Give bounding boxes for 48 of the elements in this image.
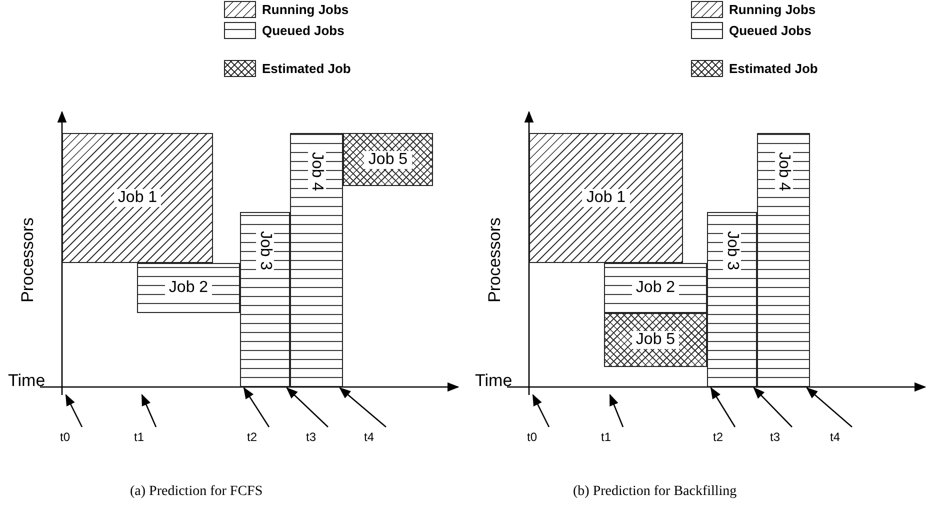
queued-job-block <box>707 212 757 387</box>
leader-arrow <box>710 387 736 428</box>
caption: (b) Prediction for Backfilling <box>573 484 737 500</box>
time-label: t2 <box>713 430 724 444</box>
leader-arrow <box>65 394 83 428</box>
leader-arrow <box>339 387 386 428</box>
queued-job-block <box>290 133 343 387</box>
time-label: t0 <box>527 430 538 444</box>
time-label: t4 <box>364 430 374 444</box>
time-label: t0 <box>60 430 70 444</box>
axis-label: Processors <box>18 217 38 303</box>
job-label: Job 1 <box>114 189 162 207</box>
queued-job-block <box>137 263 240 313</box>
leader-arrow <box>532 394 550 428</box>
time-label: t2 <box>247 430 258 444</box>
legend-label: Running Jobs <box>729 2 816 17</box>
time-label: t1 <box>134 430 144 444</box>
time-label: t1 <box>601 430 612 444</box>
job-label: Job 5 <box>632 331 680 349</box>
leader-arrow <box>753 387 792 428</box>
queued-job-block <box>757 133 810 387</box>
legend-label: Running Jobs <box>262 2 349 17</box>
axis-label: Time <box>8 371 46 391</box>
legend-label: Queued Jobs <box>729 23 812 38</box>
estimated-job-block <box>343 133 433 186</box>
estimated-job-block <box>604 313 707 367</box>
time-label: t3 <box>306 430 316 444</box>
running-job-block <box>62 133 213 263</box>
caption: (a) Prediction for FCFS <box>130 484 263 500</box>
leader-arrow <box>609 394 624 428</box>
legend-label: Estimated Job <box>262 61 351 76</box>
running-job-block <box>529 133 683 263</box>
leader-arrow <box>806 387 852 428</box>
axis-label: Processors <box>485 217 505 303</box>
time-label: t4 <box>830 430 840 444</box>
legend-label: Estimated Job <box>729 61 818 76</box>
job-label: Job 2 <box>164 279 212 297</box>
leader-arrow <box>286 387 328 428</box>
axis-label: Time <box>475 371 512 391</box>
legend-label: Queued Jobs <box>262 23 344 38</box>
queued-job-block <box>604 263 707 313</box>
queued-job-block <box>240 212 290 387</box>
leader-arrow <box>141 394 157 428</box>
job-label: Job 5 <box>364 150 412 168</box>
time-label: t3 <box>770 430 780 444</box>
leader-arrow <box>243 387 270 428</box>
job-label: Job 1 <box>582 189 630 207</box>
job-label: Job 2 <box>632 279 680 297</box>
